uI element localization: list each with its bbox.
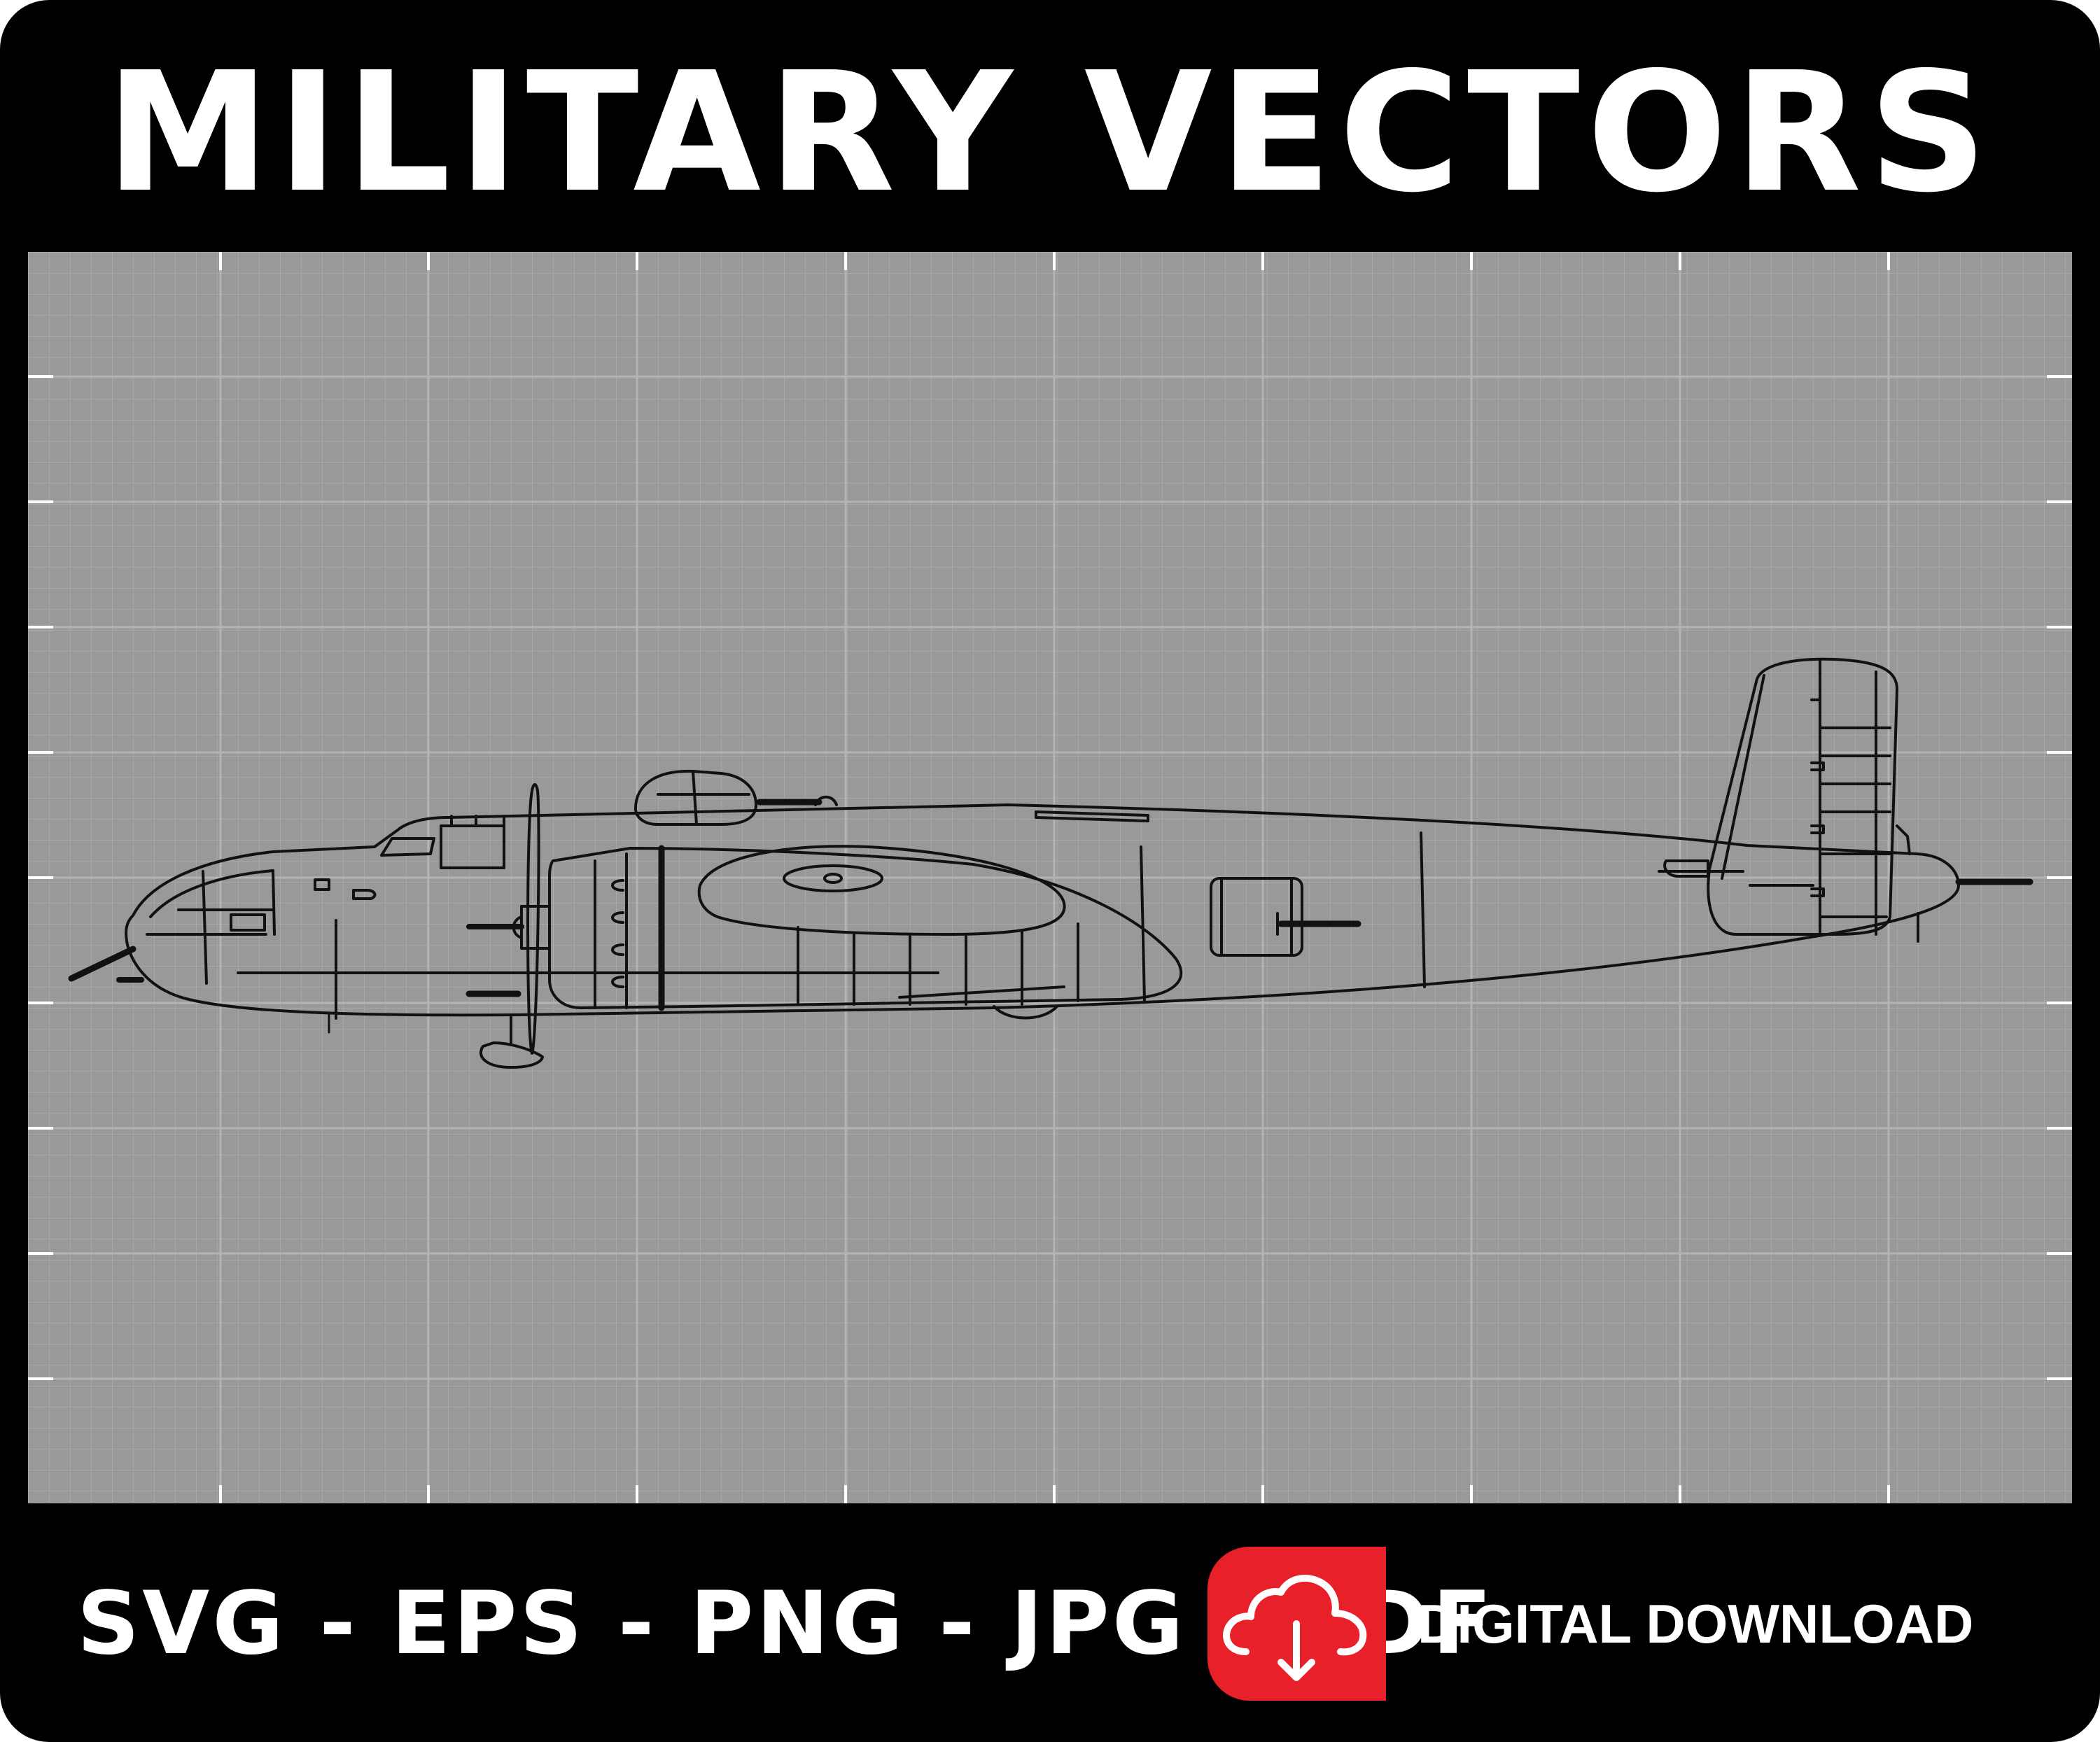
edge-ticks (28, 252, 2072, 1503)
blueprint-canvas (28, 252, 2072, 1503)
digital-download-label: DIGITAL DOWNLOAD (1418, 1593, 1974, 1655)
page-title: MILITARY VECTORS (105, 36, 1995, 229)
cloud-download-icon (1223, 1575, 1367, 1681)
aircraft-illustration (68, 657, 2033, 1069)
blueprint-illustration (28, 252, 2072, 1503)
download-badge (1208, 1547, 1386, 1701)
